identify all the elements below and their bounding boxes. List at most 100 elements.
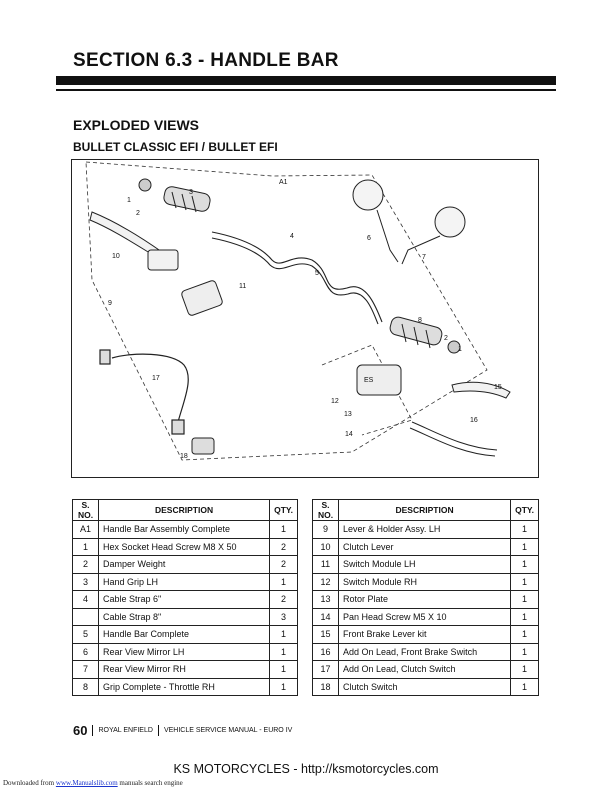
row-qty: 1 bbox=[510, 677, 539, 696]
row-qty: 1 bbox=[510, 520, 539, 539]
callout-label: 8 bbox=[418, 317, 422, 324]
row-sno: 13 bbox=[312, 590, 339, 609]
left-grip bbox=[163, 186, 211, 213]
row-qty: 1 bbox=[510, 607, 539, 626]
assembly-outline bbox=[85, 161, 488, 461]
row-qty: 2 bbox=[269, 555, 298, 574]
header-rule-thick bbox=[56, 76, 556, 85]
row-description: Cable Strap 6" bbox=[97, 590, 271, 609]
row-description: Handle Bar Assembly Complete bbox=[97, 520, 271, 539]
callout-label: 14 bbox=[345, 431, 353, 438]
callout-label: 17 bbox=[152, 375, 160, 382]
row-qty: 1 bbox=[269, 520, 298, 539]
row-qty: 1 bbox=[269, 677, 298, 696]
switch-module-rh bbox=[356, 364, 402, 396]
table-header-row: S. NO. DESCRIPTION QTY. bbox=[312, 499, 539, 521]
damper-weight-right bbox=[447, 340, 461, 354]
row-qty: 1 bbox=[510, 572, 539, 591]
row-sno: 2 bbox=[72, 555, 99, 574]
row-sno: 4 bbox=[72, 590, 99, 609]
callout-label: A1 bbox=[279, 179, 288, 186]
exploded-view-diagram: A1 1 2 3 4 5 6 7 8 2 1 9 10 11 12 13 14 … bbox=[71, 159, 539, 478]
row-qty: 1 bbox=[510, 642, 539, 661]
row-sno: 7 bbox=[72, 660, 99, 679]
callout-label: 1 bbox=[458, 346, 462, 353]
callout-label: 18 bbox=[180, 453, 188, 460]
clutch-switch bbox=[191, 437, 215, 455]
row-sno: 3 bbox=[72, 572, 99, 591]
row-qty: 3 bbox=[269, 607, 298, 626]
callout-label: 3 bbox=[189, 189, 193, 196]
callout-label: 7 bbox=[422, 254, 426, 261]
row-description: Clutch Switch bbox=[337, 677, 512, 696]
row-description: Pan Head Screw M5 X 10 bbox=[337, 607, 512, 626]
callout-label: 12 bbox=[331, 398, 339, 405]
row-sno: A1 bbox=[72, 520, 99, 539]
row-qty: 2 bbox=[269, 590, 298, 609]
row-description: Rotor Plate bbox=[337, 590, 512, 609]
clutch-lever bbox=[89, 211, 179, 271]
download-note-prefix: Downloaded from bbox=[3, 779, 56, 787]
row-description: Lever & Holder Assy. LH bbox=[337, 520, 512, 539]
row-sno: 11 bbox=[312, 555, 339, 574]
qty-header: QTY. bbox=[510, 499, 539, 521]
mirrors bbox=[352, 179, 466, 265]
throttle-grip bbox=[389, 316, 443, 349]
callout-label: 1 bbox=[127, 197, 131, 204]
sno-header: S. NO. bbox=[312, 499, 339, 521]
callout-label: 2 bbox=[444, 335, 448, 342]
exploded-views-heading: EXPLODED VIEWS bbox=[73, 117, 200, 133]
row-qty: 1 bbox=[510, 537, 539, 556]
row-description: Rear View Mirror RH bbox=[97, 660, 271, 679]
brake-lever bbox=[451, 381, 511, 399]
callout-label: 2 bbox=[136, 210, 140, 217]
row-qty: 1 bbox=[510, 625, 539, 644]
callout-label: 10 bbox=[112, 253, 120, 260]
row-sno: 10 bbox=[312, 537, 339, 556]
callout-label: 9 bbox=[108, 300, 112, 307]
row-description: Damper Weight bbox=[97, 555, 271, 574]
header-rule-thin bbox=[56, 89, 556, 91]
row-sno: 17 bbox=[312, 660, 339, 679]
qty-header: QTY. bbox=[269, 499, 298, 521]
page-number: 60 bbox=[73, 723, 88, 738]
footer-divider bbox=[92, 725, 94, 736]
switch-module-lh bbox=[181, 280, 223, 316]
callout-label: 15 bbox=[494, 384, 502, 391]
row-description: Add On Lead, Clutch Switch bbox=[337, 660, 512, 679]
table-row: Cable Strap 8"3 bbox=[72, 607, 298, 626]
exploded-view-drawing: A1 1 2 3 4 5 6 7 8 2 1 9 10 11 12 13 14 … bbox=[85, 161, 511, 461]
model-heading: BULLET CLASSIC EFI / BULLET EFI bbox=[73, 140, 278, 154]
row-sno: 15 bbox=[312, 625, 339, 644]
row-description: Switch Module RH bbox=[337, 572, 512, 591]
row-qty: 1 bbox=[269, 572, 298, 591]
row-description: Hex Socket Head Screw M8 X 50 bbox=[97, 537, 271, 556]
callout-label: 4 bbox=[290, 233, 294, 240]
row-qty: 1 bbox=[510, 660, 539, 679]
callout-label: 16 bbox=[470, 417, 478, 424]
row-sno: 14 bbox=[312, 607, 339, 626]
callout-label: 5 bbox=[315, 270, 319, 277]
row-sno: 18 bbox=[312, 677, 339, 696]
row-description: Hand Grip LH bbox=[97, 572, 271, 591]
site-line: KS MOTORCYCLES - http://ksmotorcycles.co… bbox=[173, 762, 439, 776]
callout-label: 11 bbox=[239, 283, 246, 290]
callout-label: 13 bbox=[344, 411, 352, 418]
row-qty: 1 bbox=[510, 590, 539, 609]
download-note-suffix: manuals search engine bbox=[117, 779, 183, 787]
manualslib-link[interactable]: www.Manualslib.com bbox=[55, 779, 118, 787]
